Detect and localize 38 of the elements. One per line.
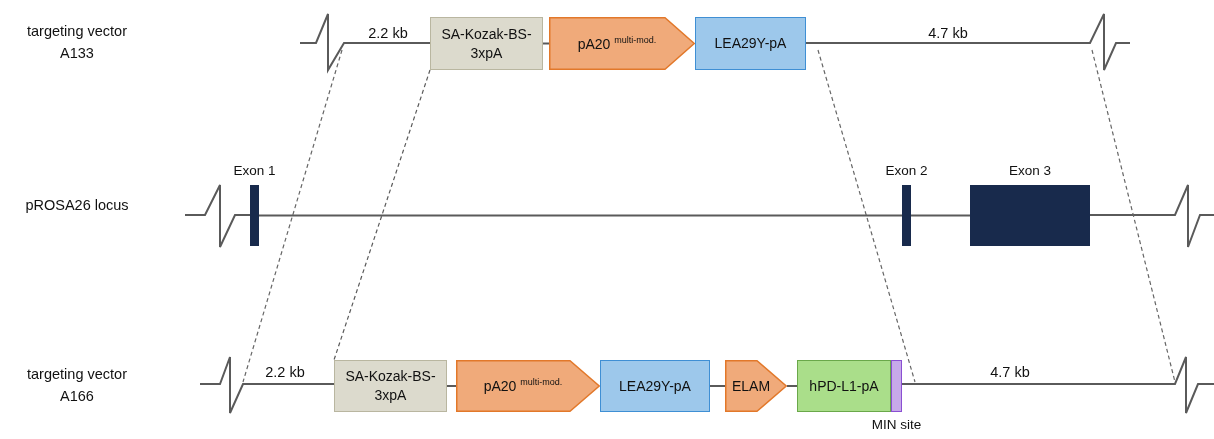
text-label: 2.2 kb bbox=[264, 363, 306, 382]
promoter-arrow-box bbox=[456, 360, 600, 412]
dna-line bbox=[786, 385, 798, 387]
gene-box bbox=[797, 360, 891, 412]
dna-line bbox=[910, 214, 971, 217]
gene-box bbox=[695, 17, 806, 70]
promoter-arrow-box bbox=[549, 17, 695, 70]
element-label: SA-Kozak-BS-3xpA bbox=[440, 24, 533, 63]
text-label: pROSA26 locus bbox=[24, 196, 130, 215]
cassette-box bbox=[334, 360, 447, 412]
gene-box bbox=[600, 360, 710, 412]
site-label: MIN site bbox=[871, 417, 922, 432]
dna-line bbox=[446, 385, 457, 387]
dna-line bbox=[258, 214, 903, 217]
element-label: pA20 $^{multi-mod.}$ bbox=[576, 33, 658, 54]
text-label: 2.2 kb bbox=[367, 24, 409, 43]
exon-label: Exon 1 bbox=[233, 163, 276, 178]
exon-block bbox=[970, 185, 1090, 246]
text-label: 4.7 kb bbox=[927, 24, 969, 43]
element-label: pA20 $^{multi-mod.}$ bbox=[482, 376, 564, 396]
exon-block bbox=[250, 185, 259, 246]
promoter-arrow-box bbox=[725, 360, 787, 412]
exon-block bbox=[902, 185, 911, 246]
element-label: LEA29Y-pA bbox=[713, 34, 788, 53]
element-label: ELAM bbox=[730, 376, 772, 396]
element-label: LEA29Y-pA bbox=[618, 376, 692, 396]
text-label: targeting vector A133 bbox=[26, 22, 128, 64]
cassette-box bbox=[430, 17, 543, 70]
element-label: SA-Kozak-BS-3xpA bbox=[344, 367, 437, 405]
dna-line bbox=[709, 385, 726, 387]
exon-label: Exon 3 bbox=[1009, 163, 1051, 178]
element-label: hPD-L1-pA bbox=[808, 376, 880, 396]
text-label: 4.7 kb bbox=[989, 363, 1031, 382]
homology-guide-line bbox=[333, 69, 431, 361]
site-block bbox=[891, 360, 902, 412]
text-label: targeting vector A166 bbox=[26, 365, 128, 407]
exon-label: Exon 2 bbox=[885, 163, 928, 178]
dna-line bbox=[542, 42, 550, 45]
